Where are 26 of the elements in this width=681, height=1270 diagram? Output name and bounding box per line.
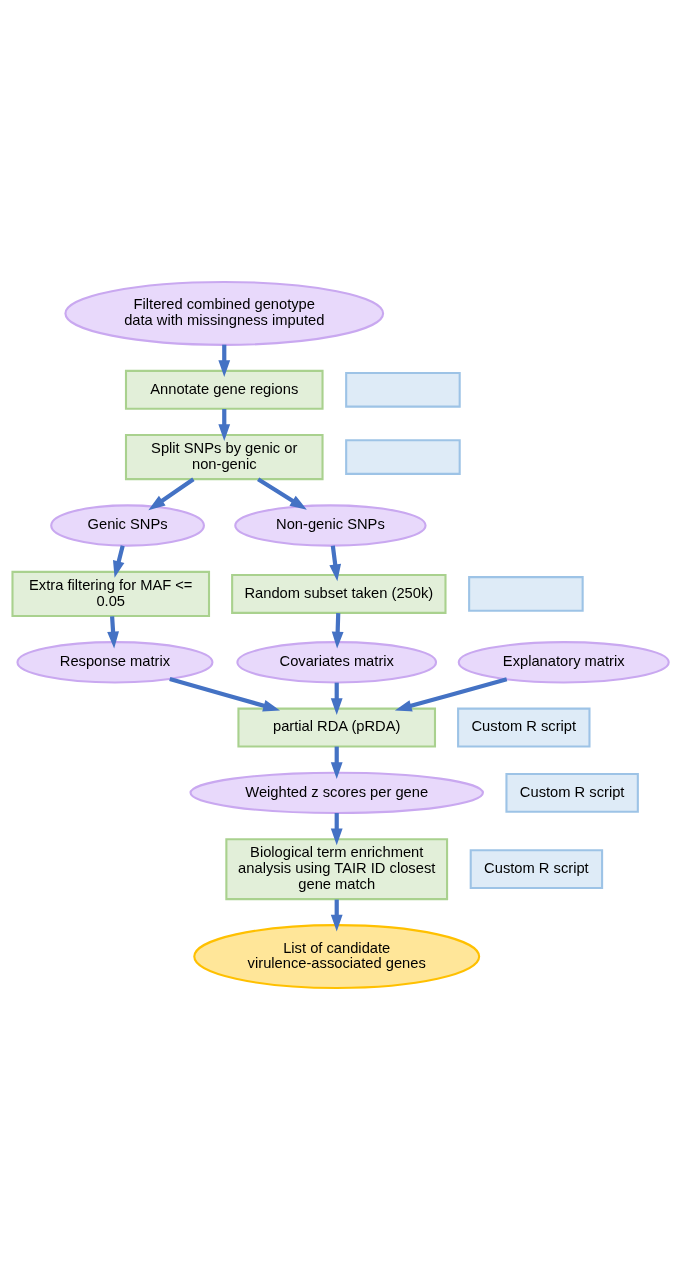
node-box: Random subset taken (250k) bbox=[231, 573, 447, 614]
arrow bbox=[257, 477, 307, 510]
node-box bbox=[345, 371, 461, 408]
node-box: Extra filtering for MAF <= 0.05 bbox=[11, 570, 211, 618]
node-box: Split SNPs by genic or non-genic bbox=[124, 433, 324, 481]
node-box bbox=[468, 576, 584, 612]
node-ellipse: Filtered combined genotype data with missingness imputed bbox=[64, 280, 385, 346]
arrow bbox=[107, 616, 119, 649]
node-box: Biological term enrichment analysis using TAIR ID closest gene match bbox=[225, 838, 449, 901]
node-box: Custom R script bbox=[457, 707, 591, 748]
node-ellipse: Non-genic SNPs bbox=[234, 504, 427, 547]
arrow bbox=[331, 613, 344, 649]
node-box: Custom R script bbox=[469, 849, 604, 890]
node-ellipse: Response matrix bbox=[16, 641, 214, 684]
node-ellipse: Genic SNPs bbox=[50, 504, 205, 547]
arrow bbox=[169, 676, 281, 712]
node-box bbox=[345, 439, 461, 475]
node-ellipse: Covariates matrix bbox=[236, 641, 438, 684]
node-box: Annotate gene regions bbox=[124, 369, 324, 410]
node-ellipse: Weighted z scores per gene bbox=[189, 771, 484, 815]
node-ellipse: Explanatory matrix bbox=[457, 641, 670, 684]
node-box: Custom R script bbox=[505, 772, 639, 813]
arrow bbox=[329, 545, 342, 582]
node-box: partial RDA (pRDA) bbox=[237, 707, 437, 748]
node-ellipse: List of candidate virulence-associated genes bbox=[193, 924, 481, 990]
arrow bbox=[148, 477, 195, 511]
